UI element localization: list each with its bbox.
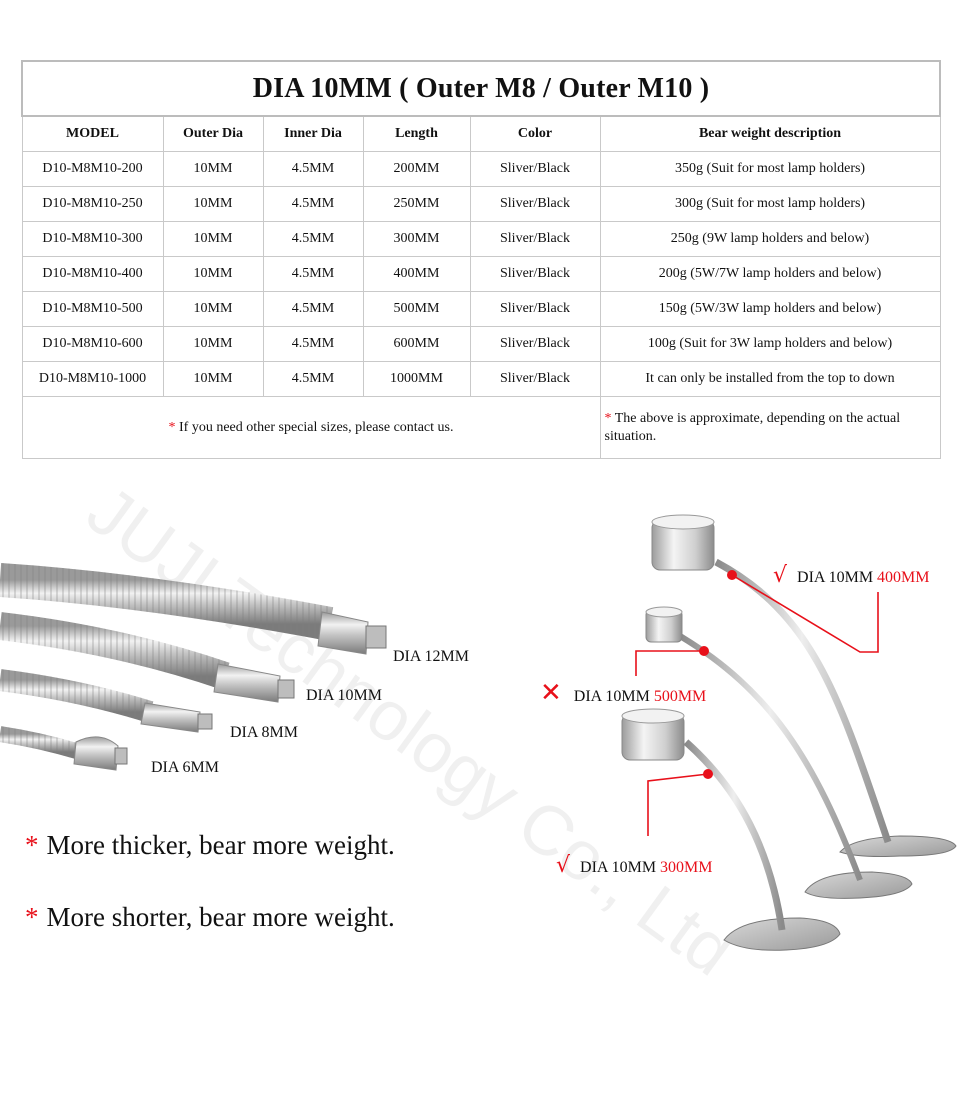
hose-label-6mm: DIA 6MM: [151, 759, 220, 776]
cell-color: Sliver/Black: [469, 291, 601, 327]
cell-length: 500MM: [362, 291, 471, 327]
cell-model: D10-M8M10-500: [21, 291, 164, 327]
cell-outer-dia: 10MM: [162, 186, 264, 222]
cell-inner-dia: 4.5MM: [262, 221, 364, 257]
cell-length: 1000MM: [362, 361, 471, 397]
cell-model: D10-M8M10-600: [21, 326, 164, 362]
cell-color: Sliver/Black: [469, 256, 601, 292]
note-approximate: * The above is approximate, depending on…: [599, 396, 941, 459]
note-star: *: [168, 419, 176, 435]
note-special-sizes: * If you need other special sizes, pleas…: [21, 396, 601, 459]
header-bear-weight: Bear weight description: [599, 115, 941, 152]
lamp-label-400mm: √ DIA 10MM 400MM: [773, 563, 930, 588]
hose-6mm: [0, 726, 128, 771]
lamp-400mm: [651, 514, 957, 857]
cross-icon: ✕: [540, 678, 562, 708]
check-icon: √: [773, 563, 788, 588]
statement-star: *: [25, 902, 39, 932]
hose-label-12mm: DIA 12MM: [393, 648, 470, 665]
cell-outer-dia: 10MM: [162, 326, 264, 362]
hose-label-8mm: DIA 8MM: [230, 724, 299, 741]
statement-shorter: *More shorter, bear more weight.: [25, 902, 395, 933]
cell-model: D10-M8M10-300: [21, 221, 164, 257]
spec-table: DIA 10MM ( Outer M8 / Outer M10 ) MODEL …: [20, 60, 942, 459]
hose-12mm: [0, 563, 387, 655]
lamp-label-length: 500MM: [653, 688, 707, 705]
note-approximate-text: The above is approximate, depending on t…: [604, 410, 901, 444]
statement-thicker: *More thicker, bear more weight.: [25, 830, 395, 861]
note-star: *: [604, 410, 612, 426]
cell-length: 400MM: [362, 256, 471, 292]
hose-8mm: [0, 669, 213, 733]
statement-text: More thicker, bear more weight.: [46, 830, 395, 860]
cell-inner-dia: 4.5MM: [262, 256, 364, 292]
statement-star: *: [25, 830, 39, 860]
cell-bear-weight: 300g (Suit for most lamp holders): [599, 186, 941, 222]
lamp-500mm: [645, 606, 913, 899]
cell-model: D10-M8M10-400: [21, 256, 164, 292]
cell-inner-dia: 4.5MM: [262, 291, 364, 327]
lamp-label-500mm: ✕ DIA 10MM 500MM: [540, 678, 706, 708]
hose-label-10mm: DIA 10MM: [306, 687, 383, 704]
table-header-row: MODEL Outer Dia Inner Dia Length Color B…: [21, 115, 941, 152]
callout-dots: [699, 570, 737, 779]
lamp-300mm: [621, 708, 841, 951]
callout-lines: [635, 574, 879, 836]
cell-color: Sliver/Black: [469, 361, 601, 397]
lamp-label-prefix: DIA 10MM: [797, 569, 878, 586]
cell-color: Sliver/Black: [469, 186, 601, 222]
cell-outer-dia: 10MM: [162, 151, 264, 187]
lamp-label-length: 400MM: [877, 569, 930, 586]
cell-outer-dia: 10MM: [162, 221, 264, 257]
table-title: DIA 10MM ( Outer M8 / Outer M10 ): [20, 60, 942, 117]
cell-outer-dia: 10MM: [162, 291, 264, 327]
cell-color: Sliver/Black: [469, 221, 601, 257]
check-icon: √: [556, 853, 571, 878]
cell-outer-dia: 10MM: [162, 361, 264, 397]
cell-model: D10-M8M10-200: [21, 151, 164, 187]
statement-text: More shorter, bear more weight.: [46, 902, 395, 932]
lamp-label-300mm: √ DIA 10MM 300MM: [556, 853, 713, 878]
hose-10mm: [0, 612, 295, 703]
cell-inner-dia: 4.5MM: [262, 326, 364, 362]
lamp-label-length: 300MM: [660, 859, 713, 876]
lamp-label-prefix: DIA 10MM: [573, 688, 654, 705]
header-model: MODEL: [21, 115, 164, 152]
note-special-sizes-text: If you need other special sizes, please …: [175, 419, 454, 435]
cell-length: 200MM: [362, 151, 471, 187]
cell-bear-weight: 100g (Suit for 3W lamp holders and below…: [599, 326, 941, 362]
table-note-row: * If you need other special sizes, pleas…: [21, 396, 941, 459]
cell-bear-weight: 150g (5W/3W lamp holders and below): [599, 291, 941, 327]
lamp-label-prefix: DIA 10MM: [580, 859, 661, 876]
cell-bear-weight: 350g (Suit for most lamp holders): [599, 151, 941, 187]
cell-bear-weight: It can only be installed from the top to…: [599, 361, 941, 397]
cell-model: D10-M8M10-250: [21, 186, 164, 222]
product-illustration: [0, 514, 957, 951]
